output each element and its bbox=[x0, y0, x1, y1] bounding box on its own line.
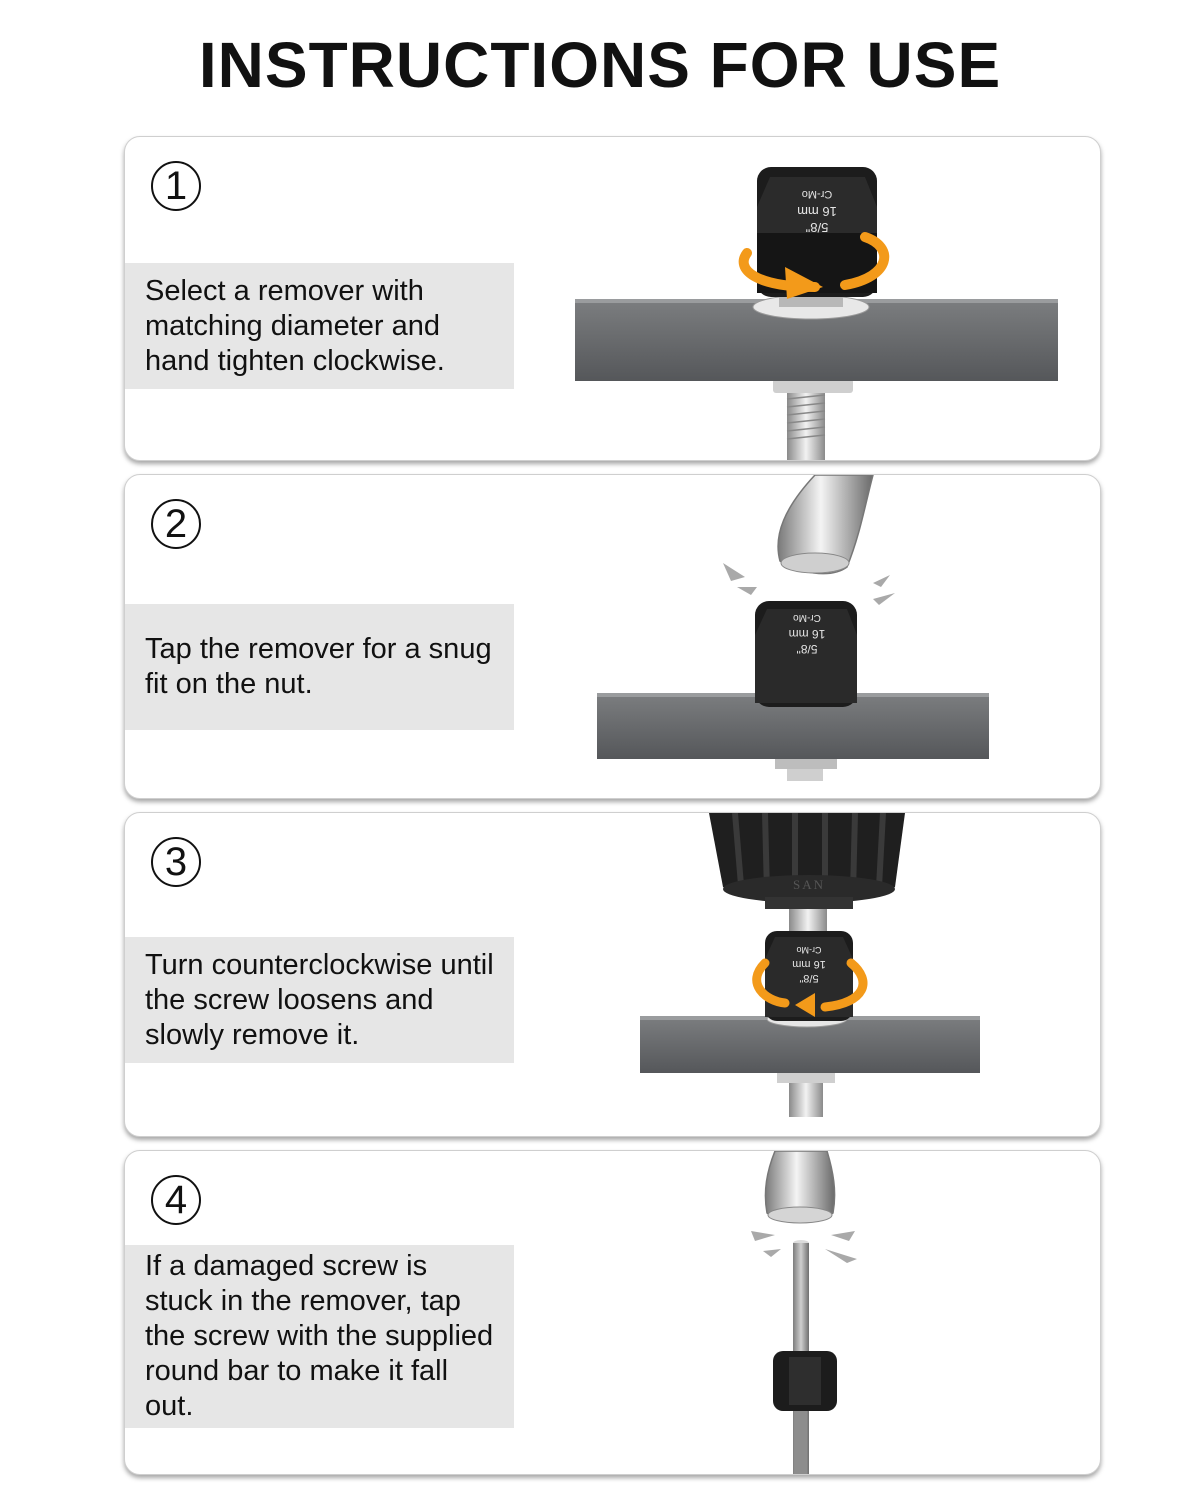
svg-text:Cr-Mo: Cr-Mo bbox=[802, 188, 833, 200]
svg-text:5/8": 5/8" bbox=[797, 642, 818, 656]
step-card-2: 2 Tap the remover for a snug fit on the … bbox=[124, 474, 1101, 799]
threaded-bolt-icon bbox=[773, 379, 853, 460]
svg-text:16 mm: 16 mm bbox=[797, 204, 837, 219]
hammer-icon bbox=[764, 1151, 836, 1224]
step-text-box-4: If a damaged screw is stuck in the remov… bbox=[125, 1245, 514, 1428]
socket-remover-icon: 5/8" 16 mm Cr-Mo bbox=[757, 167, 877, 297]
drill-chuck-icon: SAN bbox=[709, 813, 905, 943]
svg-text:5/8": 5/8" bbox=[799, 972, 818, 984]
step-text-box-3: Turn counterclockwise until the screw lo… bbox=[125, 937, 514, 1063]
step-number-2: 2 bbox=[151, 499, 201, 549]
svg-text:16 mm: 16 mm bbox=[789, 627, 826, 641]
impact-marks-icon bbox=[751, 1231, 857, 1263]
socket-remover-icon bbox=[773, 1351, 837, 1474]
page-title: INSTRUCTIONS FOR USE bbox=[198, 29, 1002, 101]
step-illustration-1: 5/8" 16 mm Cr-Mo bbox=[575, 167, 1058, 460]
impact-marks-icon bbox=[723, 563, 895, 605]
step-illustration-4 bbox=[751, 1151, 857, 1474]
step-number-3: 3 bbox=[151, 837, 201, 887]
socket-remover-icon: 5/8" 16 mm Cr-Mo bbox=[765, 931, 853, 1021]
rotate-counterclockwise-icon bbox=[752, 958, 868, 1012]
svg-text:5/8": 5/8" bbox=[805, 220, 828, 235]
svg-text:SAN: SAN bbox=[793, 877, 825, 892]
step-text-1: Select a remover with matching diameter … bbox=[145, 274, 445, 377]
step-text-4: If a damaged screw is stuck in the remov… bbox=[145, 1250, 494, 1422]
step-card-4: 4 If a damaged screw is stuck in the rem… bbox=[124, 1150, 1101, 1475]
step-card-1: 1 Select a remover with matching diamete… bbox=[124, 136, 1101, 461]
step-illustration-3: SAN 5/8" 16 mm Cr-Mo bbox=[640, 813, 980, 1117]
step-card-3: 3 Turn counterclockwise until the screw … bbox=[124, 812, 1101, 1137]
step-text-3: Turn counterclockwise until the screw lo… bbox=[145, 948, 494, 1051]
hammer-icon bbox=[777, 475, 874, 575]
svg-text:16 mm: 16 mm bbox=[792, 958, 826, 970]
step-number-4: 4 bbox=[151, 1175, 201, 1225]
step-text-2: Tap the remover for a snug fit on the nu… bbox=[145, 633, 492, 700]
step-illustration-2: 5/8" 16 mm Cr-Mo bbox=[597, 475, 989, 781]
svg-text:Cr-Mo: Cr-Mo bbox=[797, 945, 822, 955]
step-text-box-2: Tap the remover for a snug fit on the nu… bbox=[125, 604, 514, 730]
svg-text:Cr-Mo: Cr-Mo bbox=[793, 612, 821, 623]
step-number-1: 1 bbox=[151, 161, 201, 211]
socket-remover-icon: 5/8" 16 mm Cr-Mo bbox=[755, 601, 857, 707]
step-text-box-1: Select a remover with matching diameter … bbox=[125, 263, 514, 389]
